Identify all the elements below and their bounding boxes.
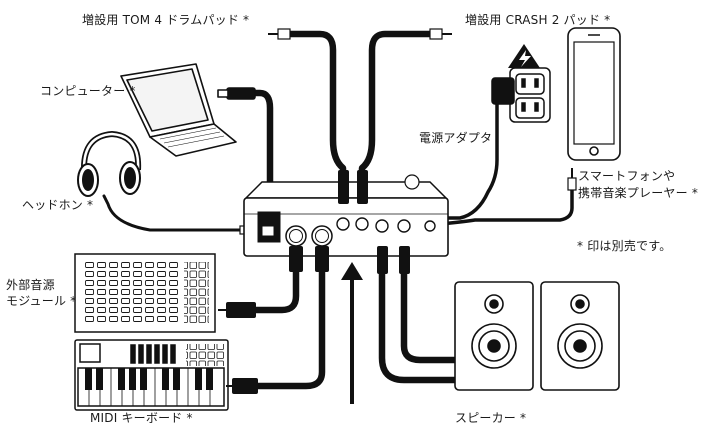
headphone-cable bbox=[102, 194, 242, 232]
label-crash-pad: 増設用 CRASH 2 パッド * bbox=[465, 13, 611, 27]
sound-module-illustration bbox=[74, 253, 216, 333]
crash-pad-cable bbox=[358, 30, 436, 196]
aux-jack bbox=[567, 168, 577, 191]
midi-connector-keyboard bbox=[226, 378, 258, 394]
speaker-right-illustration bbox=[540, 281, 620, 391]
label-module-line1: 外部音源 bbox=[6, 278, 55, 292]
label-smartphone-line1: スマートフォンや bbox=[578, 169, 676, 183]
power-cable bbox=[445, 98, 499, 220]
laptop-illustration bbox=[120, 63, 256, 157]
label-power-adapter: 電源アダプタ bbox=[419, 131, 493, 145]
drum-module-illustration bbox=[243, 174, 449, 257]
speaker-right-cable bbox=[400, 268, 459, 364]
aux-cable bbox=[438, 186, 574, 226]
midi-in-cable bbox=[254, 266, 326, 390]
midi-out-cable bbox=[252, 266, 300, 314]
usb-cable bbox=[251, 89, 274, 204]
tom-pad-cable bbox=[284, 30, 347, 196]
smartphone-illustration bbox=[567, 27, 621, 161]
label-headphones: ヘッドホン * bbox=[22, 198, 94, 212]
module-plugs bbox=[289, 170, 410, 274]
label-module-line2: モジュール * bbox=[6, 294, 77, 308]
crash-pad-jack bbox=[429, 28, 452, 40]
arrow-up-icon bbox=[341, 262, 363, 404]
cables bbox=[102, 30, 574, 390]
label-midi-keyboard: MIDI キーボード * bbox=[90, 411, 193, 425]
label-tom-pad: 増設用 TOM 4 ドラムパッド * bbox=[82, 13, 250, 27]
speaker-left-illustration bbox=[454, 281, 534, 391]
power-outlet-illustration bbox=[491, 67, 551, 123]
label-sold-separately: * 印は別売です。 bbox=[577, 239, 672, 253]
label-computer: コンピューター * bbox=[40, 84, 136, 98]
speaker-left-cable bbox=[378, 268, 459, 384]
headphones-illustration bbox=[77, 130, 142, 197]
tom-pad-jack bbox=[268, 28, 291, 40]
midi-keyboard-illustration bbox=[74, 339, 229, 411]
label-speakers: スピーカー * bbox=[455, 411, 527, 425]
label-smartphone-line2: 携帯音楽プレーヤー * bbox=[578, 186, 699, 200]
warning-icon bbox=[508, 44, 540, 68]
midi-connector-module bbox=[218, 302, 256, 318]
